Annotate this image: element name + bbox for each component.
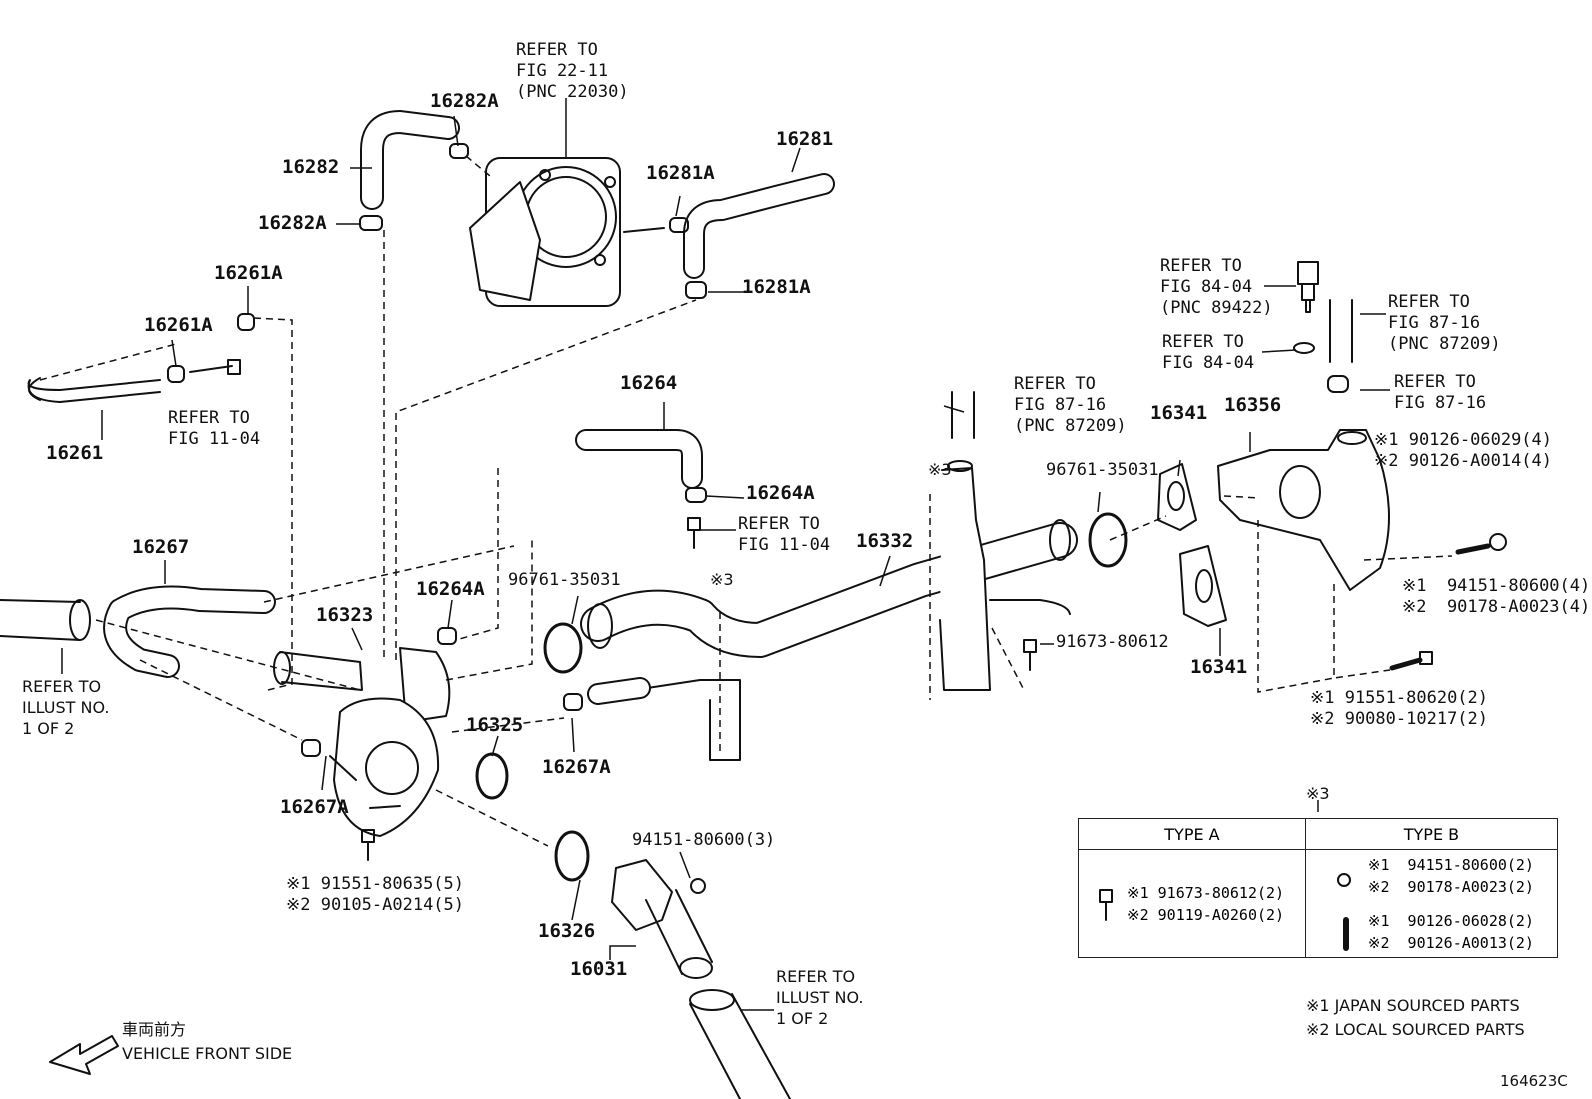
part-16356[interactable]: 16356 xyxy=(1224,394,1282,416)
refer-throttle-body[interactable]: REFER TO FIG 22-11 (PNC 22030) xyxy=(516,40,629,102)
hose-16282 xyxy=(360,110,460,210)
refer-fig-87-16-a[interactable]: REFER TO FIG 87-16 (PNC 87209) xyxy=(1014,374,1127,436)
fastener-studs-right[interactable]: ※1 90126-06029(4) ※2 90126-A0014(4) xyxy=(1374,430,1553,471)
pipe-16332 xyxy=(580,460,1078,761)
part-16326[interactable]: 16326 xyxy=(538,920,596,942)
illustration-code: 164623C xyxy=(1500,1072,1568,1090)
note-sym3-table: ※3 xyxy=(1306,784,1330,803)
part-16332[interactable]: 16332 xyxy=(856,530,914,552)
studs-right xyxy=(1023,533,1507,671)
part-16267A-left[interactable]: 16267A xyxy=(280,796,349,818)
thermostat-housing-16031 xyxy=(611,859,713,979)
refer-fig-84-04-gasket[interactable]: REFER TO FIG 84-04 xyxy=(1162,332,1255,373)
refer-fig-11-04-b[interactable]: REFER TO FIG 11-04 xyxy=(738,514,831,555)
legend-japan: ※1 JAPAN SOURCED PARTS xyxy=(1306,996,1520,1015)
hose-16281 xyxy=(683,173,835,279)
note-sym3-a: ※3 xyxy=(928,460,952,479)
part-16323[interactable]: 16323 xyxy=(316,604,374,626)
pipe-left xyxy=(0,599,91,641)
part-16261[interactable]: 16261 xyxy=(46,442,104,464)
o-rings xyxy=(475,512,1128,882)
water-inlet-16356 xyxy=(1217,429,1390,591)
type-b-cell: ※1 94151-80600(2) ※2 90178-A0023(2) ※1 9… xyxy=(1304,849,1559,958)
part-16031[interactable]: 16031 xyxy=(570,958,628,980)
refer-fig-87-16-c[interactable]: REFER TO FIG 87-16 xyxy=(1394,372,1487,413)
refer-fig-87-16-b[interactable]: REFER TO FIG 87-16 (PNC 87209) xyxy=(1388,292,1501,354)
refer-illust-bottom[interactable]: REFER TO ILLUST NO. 1 OF 2 xyxy=(776,967,864,1028)
front-label-en: VEHICLE FRONT SIDE xyxy=(122,1044,293,1063)
pipe-bottom xyxy=(689,989,791,1099)
front-label-jp: 車両前方 xyxy=(122,1020,187,1039)
part-16264A-right[interactable]: 16264A xyxy=(746,482,815,504)
refer-pipes xyxy=(951,299,1353,439)
part-16341-low[interactable]: 16341 xyxy=(1190,656,1248,678)
part-16281A-top[interactable]: 16281A xyxy=(646,162,715,184)
gasket-16341-low xyxy=(1179,545,1227,627)
part-16281[interactable]: 16281 xyxy=(776,128,834,150)
refer-fig-84-04-sensor[interactable]: REFER TO FIG 84-04 (PNC 89422) xyxy=(1160,256,1273,318)
part-16267[interactable]: 16267 xyxy=(132,536,190,558)
part-16261A-left[interactable]: 16261A xyxy=(144,314,213,336)
part-oring-left[interactable]: 96761-35031 xyxy=(508,570,621,590)
refer-fig-11-04[interactable]: REFER TO FIG 11-04 xyxy=(168,408,261,449)
hose-16261 xyxy=(27,359,241,403)
part-16281A-low[interactable]: 16281A xyxy=(742,276,811,298)
hose-16267 xyxy=(103,585,276,678)
part-16282A-left[interactable]: 16282A xyxy=(258,212,327,234)
bolt-fig-11-04 xyxy=(687,517,701,549)
part-16325[interactable]: 16325 xyxy=(466,714,524,736)
part-oring-right[interactable]: 96761-35031 xyxy=(1046,460,1159,480)
part-94151-80600[interactable]: 94151-80600(3) xyxy=(632,830,776,850)
part-16282A-top[interactable]: 16282A xyxy=(430,90,499,112)
hose-16264 xyxy=(575,429,703,489)
part-16267A-mid[interactable]: 16267A xyxy=(542,756,611,778)
type-a-parts[interactable]: ※1 91673-80612(2) ※2 90119-A0260(2) xyxy=(1078,849,1306,958)
part-16264[interactable]: 16264 xyxy=(620,372,678,394)
refer-illust-left[interactable]: REFER TO ILLUST NO. 1 OF 2 xyxy=(22,677,110,738)
type-b-studs[interactable]: ※1 90126-06028(2) ※2 90126-A0013(2) xyxy=(1367,911,1534,952)
part-16282[interactable]: 16282 xyxy=(282,156,340,178)
temp-sensor xyxy=(1293,261,1319,354)
gasket-16341-top xyxy=(1157,463,1197,531)
type-a-header: TYPE A xyxy=(1078,818,1306,850)
front-arrow xyxy=(49,1035,119,1075)
part-16264A-left[interactable]: 16264A xyxy=(416,578,485,600)
part-16261A-top[interactable]: 16261A xyxy=(214,262,283,284)
throttle-body xyxy=(469,157,665,307)
part-16341-top[interactable]: 16341 xyxy=(1150,402,1208,424)
fastener-bolts-right[interactable]: ※1 91551-80620(2) ※2 90080-10217(2) xyxy=(1310,688,1489,729)
fastener-bolts-left[interactable]: ※1 91551-80635(5) ※2 90105-A0214(5) xyxy=(286,874,465,915)
note-sym3-b: ※3 xyxy=(710,570,734,589)
type-b-nuts[interactable]: ※1 94151-80600(2) ※2 90178-A0023(2) xyxy=(1367,855,1534,896)
legend-local: ※2 LOCAL SOURCED PARTS xyxy=(1306,1020,1525,1039)
type-table: TYPE A TYPE B ※1 91673-80612(2) ※2 90119… xyxy=(1078,818,1559,958)
water-outlet-16323 xyxy=(273,647,451,861)
type-b-header: TYPE B xyxy=(1304,818,1559,850)
part-91673-80612[interactable]: 91673-80612 xyxy=(1056,632,1169,652)
fastener-nuts-right[interactable]: ※1 94151-80600(4) ※2 90178-A0023(4) xyxy=(1402,576,1591,617)
